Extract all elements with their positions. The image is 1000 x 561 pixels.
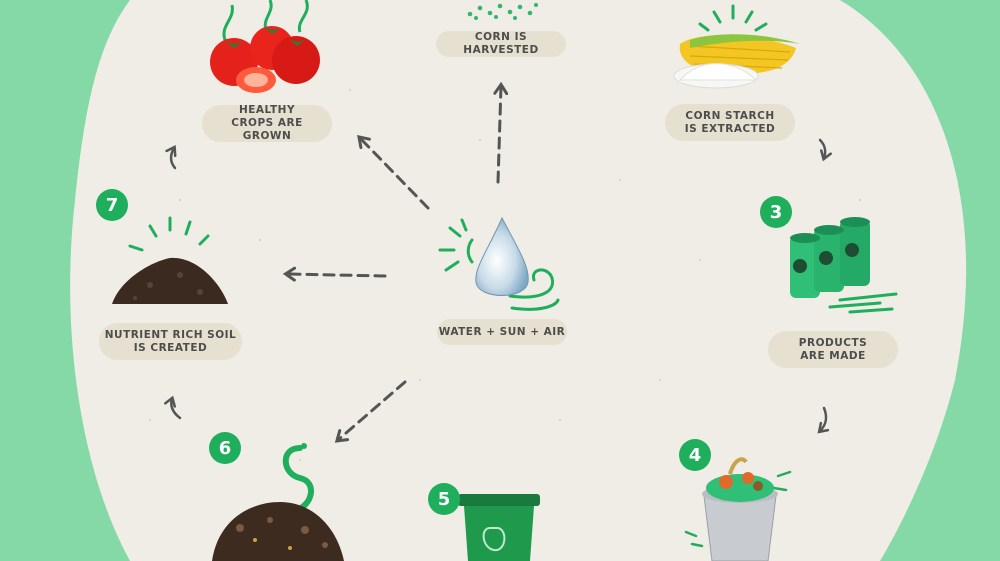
soil-pile-icon: [112, 216, 228, 304]
panel-texture: [149, 89, 861, 461]
step-badge-6: 6: [209, 432, 241, 464]
step-label-text: CORN IS HARVESTED: [463, 31, 539, 56]
step-badge-5: 5: [428, 483, 460, 515]
tomatoes-icon: [210, 0, 320, 93]
step-label-text: NUTRIENT RICH SOIL IS CREATED: [104, 328, 237, 354]
step-badge-3: 3: [760, 196, 792, 228]
step-label-corn-starch: CORN STARCH IS EXTRACTED: [665, 104, 795, 141]
corn-starch-icon: [673, 4, 800, 89]
step-label-corn-harvested: CORN IS HARVESTED: [436, 31, 566, 57]
step-label-crops-grown: HEALTHY CROPS ARE GROWN: [202, 104, 332, 142]
cycle-arrows: [164, 138, 832, 434]
arrow-center-to-harvest: [493, 81, 509, 184]
step-label-text: PRODUCTS ARE MADE: [798, 336, 868, 362]
step-label-soil-created: NUTRIENT RICH SOIL IS CREATED: [99, 323, 242, 360]
arrow-soil-to-crops: [165, 144, 177, 170]
arrow-starch-to-products: [818, 138, 832, 162]
compostable-bags-icon: [790, 217, 898, 314]
green-wheelie-bin-icon: [458, 494, 540, 561]
arrow-center-to-compost: [334, 380, 407, 443]
arrow-products-to-bin: [817, 406, 830, 434]
step-label-products-made: PRODUCTS ARE MADE: [768, 331, 898, 368]
step-badge-7: 7: [96, 189, 128, 221]
center-arrows: [282, 81, 509, 443]
arrow-center-to-crops: [357, 134, 430, 210]
step-label-text: HEALTHY CROPS ARE GROWN: [231, 104, 303, 142]
worm-compost-icon: [212, 443, 344, 561]
step-label-text: CORN STARCH IS EXTRACTED: [684, 109, 776, 135]
food-waste-bin-icon: [684, 457, 792, 561]
water-drop-icon: [438, 216, 560, 311]
arrow-compost-to-soil: [164, 395, 182, 420]
arrow-center-to-soil: [282, 266, 387, 282]
corn-field-icon: [467, 3, 538, 20]
center-label-text: WATER + SUN + AIR: [438, 325, 566, 338]
step-badge-4: 4: [679, 439, 711, 471]
center-label: WATER + SUN + AIR: [437, 319, 567, 345]
